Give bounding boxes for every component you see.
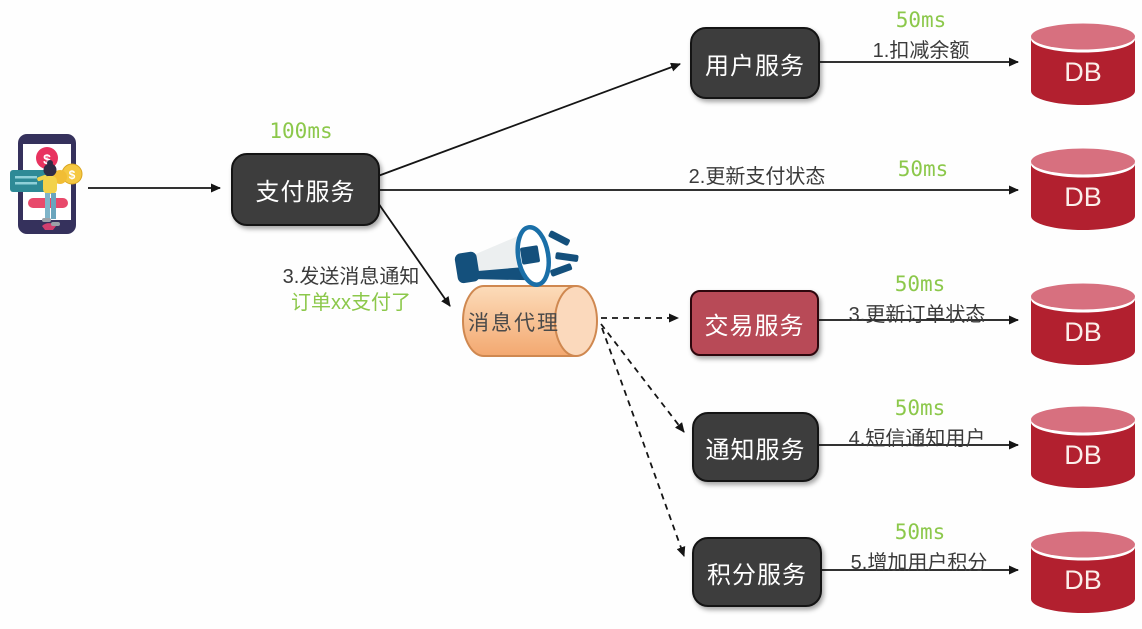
broker-cylinder xyxy=(462,285,598,357)
db-label: DB xyxy=(1064,182,1102,212)
db-cylinder-4: DB xyxy=(1028,406,1138,492)
arrow-broker-to-points xyxy=(601,327,686,557)
trade-service-label: 交易服务 xyxy=(704,312,805,340)
payment-broker-message: 订单xx支付了 xyxy=(291,292,411,314)
megaphone-icon xyxy=(454,224,579,287)
user-service-label: 用户服务 xyxy=(705,52,805,80)
message-broker-label: 消息代理 xyxy=(468,312,560,335)
payment-latency-label: 100ms xyxy=(269,119,333,143)
svg-text:$: $ xyxy=(69,168,76,182)
mobile-payment-user-illustration: $ $ xyxy=(10,134,83,234)
trade-service-node: 交易服务 xyxy=(690,290,819,356)
db-label: DB xyxy=(1064,565,1102,595)
db-label: DB xyxy=(1064,317,1102,347)
db-cylinder-5: DB xyxy=(1028,531,1138,617)
notification-service-node: 通知服务 xyxy=(692,412,819,482)
db-cylinder-2: DB xyxy=(1028,148,1138,234)
points-db-latency: 50ms xyxy=(894,520,946,544)
notification-service-label: 通知服务 xyxy=(705,436,806,464)
notify-db-latency: 50ms xyxy=(894,396,946,420)
points-service-label: 积分服务 xyxy=(707,561,807,589)
trade-db-latency: 50ms xyxy=(894,272,946,296)
payment-service-label: 支付服务 xyxy=(255,179,356,206)
points-db-step-label: 5.增加用户积分 xyxy=(850,552,988,574)
points-service-node: 积分服务 xyxy=(692,537,822,607)
trade-db-step-label: 3.更新订单状态 xyxy=(848,304,986,326)
payment-broker-step-label: 3.发送消息通知 xyxy=(282,266,420,288)
notify-db-step-label: 4.短信通知用户 xyxy=(848,428,986,450)
payment-db-step-label: 2.更新支付状态 xyxy=(688,166,826,188)
arrow-broker-to-notify xyxy=(600,323,685,433)
user-service-node: 用户服务 xyxy=(690,27,820,99)
db-label: DB xyxy=(1064,57,1102,87)
svg-text:$: $ xyxy=(43,151,51,167)
payment-db-latency: 50ms xyxy=(897,157,949,181)
payment-service-node: 支付服务 xyxy=(231,153,380,226)
user-db-step-label: 1.扣减余额 xyxy=(872,40,970,62)
db-cylinder-3: DB xyxy=(1028,283,1138,369)
db-label: DB xyxy=(1064,440,1102,470)
message-broker-node: 消息代理 xyxy=(454,284,600,360)
arrow-payment-to-user xyxy=(377,62,681,177)
db-cylinder-1: DB xyxy=(1028,23,1138,109)
user-db-latency: 50ms xyxy=(895,8,947,32)
